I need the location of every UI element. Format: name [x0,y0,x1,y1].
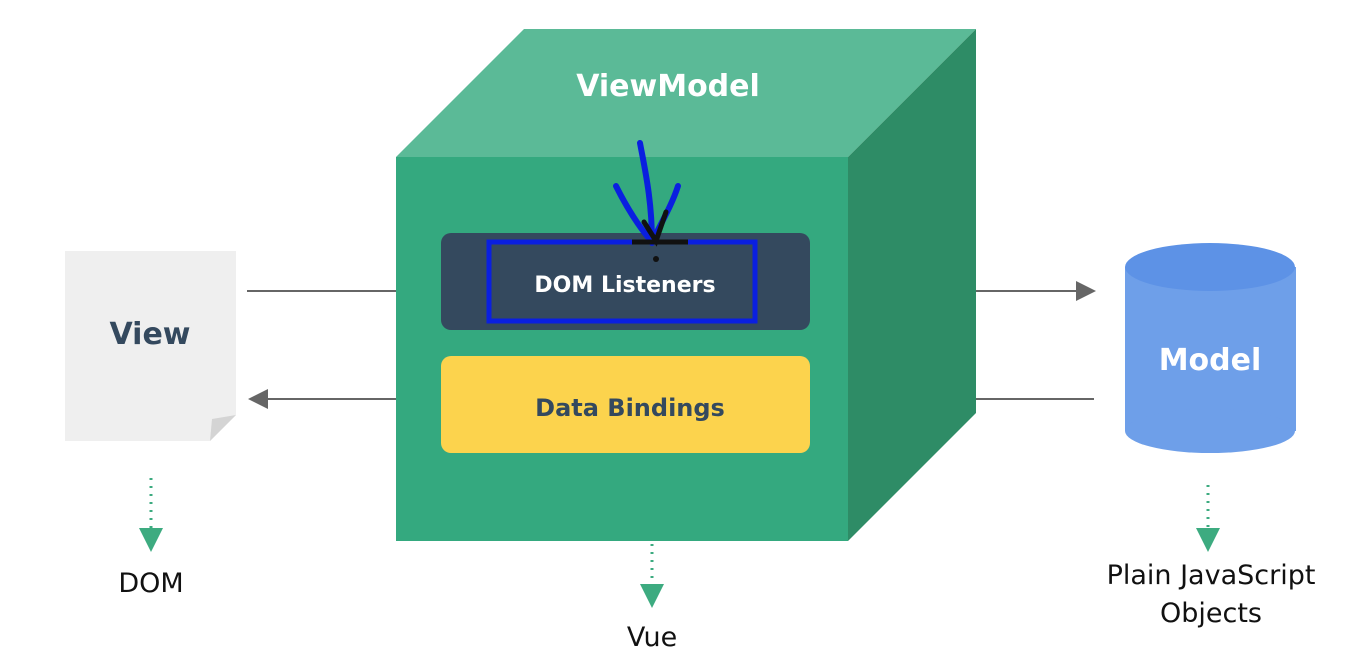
model-caption-line-2: Objects [1160,598,1262,629]
viewmodel-title: ViewModel [576,69,760,104]
model-cylinder: Model [1125,243,1296,453]
cube-front-face [396,157,848,541]
cube-top-face [396,29,976,157]
dom-listeners-bg [441,233,810,330]
dom-listeners-label: DOM Listeners [534,273,715,298]
view-document: View [65,251,236,441]
data-bindings-bg [441,356,810,453]
cube-side-face [848,29,976,541]
dom-listeners-highlight [486,239,758,324]
annotation-dot [653,256,659,262]
data-bindings-box: Data Bindings [441,356,810,453]
dom-listeners-box: DOM Listeners [441,233,810,330]
model-cylinder-body [1125,267,1296,431]
model-cylinder-bottom [1125,409,1295,453]
model-cylinder-top [1125,243,1295,291]
vue-caption: Vue [627,622,677,653]
annotation-arrow [613,140,688,262]
model-label: Model [1159,343,1262,378]
data-bindings-label: Data Bindings [535,394,725,422]
dom-caption: DOM [118,568,183,599]
model-caption-line-1: Plain JavaScript [1107,560,1316,591]
view-label: View [109,317,190,352]
viewmodel-cube: ViewModel [396,29,976,541]
view-paper [65,251,236,441]
view-paper-fold [210,415,236,441]
